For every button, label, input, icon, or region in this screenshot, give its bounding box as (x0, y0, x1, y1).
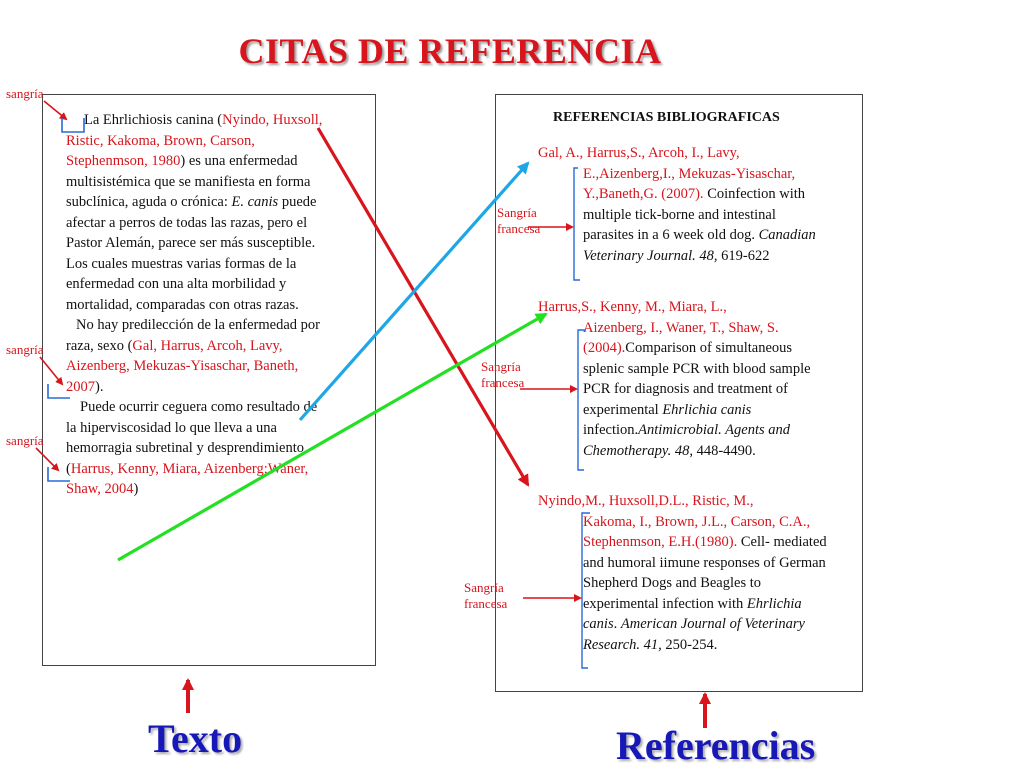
ref-authors-first: Nyindo,M., Huxsoll,D.L., Ristic, M., (538, 493, 754, 509)
citation-gal: Gal, Harrus, Arcoh, Lavy, Aizenberg, Mek… (66, 337, 299, 395)
ref-body: E.,Aizenberg,I., Mekuzas-Yisaschar, Y.,B… (538, 164, 828, 267)
references-heading: REFERENCIAS BIBLIOGRAFICAS (553, 110, 780, 125)
references-box (495, 94, 863, 692)
indent-marker-3 (47, 467, 70, 482)
hanging-bracket-2 (577, 329, 586, 471)
text-run: ) (133, 481, 139, 497)
sangria-arrow-1 (43, 100, 68, 121)
label-line: francesa (464, 596, 508, 611)
ref-body: Kakoma, I., Brown, J.L., Carson, C.A., S… (538, 512, 828, 656)
ref-journal: Canadian Veterinary Journal. 48, (583, 227, 816, 264)
ref-title: Coinfection with multiple tick-borne and… (583, 186, 806, 243)
indent-marker-1 (61, 118, 85, 133)
species-name: E. canis (231, 194, 279, 210)
hanging-bracket-3 (581, 512, 590, 669)
page-title: CITAS DE REFERENCIA (238, 31, 662, 71)
ref-journal: American Journal of Veterinary Research.… (583, 616, 805, 653)
text-box (42, 94, 376, 666)
label-line: Sangría (481, 359, 521, 374)
label-line: francesa (481, 375, 525, 390)
ref-title-end: . (613, 616, 621, 632)
ref-authors-rest: Aizenberg, I., Waner, T., Shaw, S. (2004… (583, 319, 779, 357)
ref-title-end: infection. (583, 422, 639, 438)
ref-species: Ehrlichia canis (662, 401, 752, 418)
text-body: La Ehrlichiosis canina (Nyindo, Huxsoll,… (66, 110, 324, 500)
ref-pages: 250-254. (661, 636, 718, 653)
connector-harrus (117, 312, 548, 562)
reference-gal: Gal, A., Harrus,S., Arcoh, I., Lavy, E.,… (538, 143, 828, 266)
referencias-label: Referencias (616, 723, 816, 768)
label-line: Sangría (464, 580, 504, 595)
hanging-bracket-1 (573, 167, 580, 281)
indent-marker-2 (47, 384, 70, 399)
text-run: ). (95, 378, 104, 395)
ref-body: Aizenberg, I., Waner, T., Shaw, S. (2004… (538, 318, 828, 462)
connector-nyindo (316, 127, 530, 487)
sangria-label-3: sangría (6, 433, 44, 448)
text-run: puede afectar a perros de todas las raza… (66, 194, 317, 313)
ref-journal: Antimicrobial. Agents and Chemotherapy. … (583, 422, 791, 459)
text-run: Puede ocurrir ceguera como resultado de … (66, 399, 318, 477)
reference-harrus: Harrus,S., Kenny, M., Miara, L., Aizenbe… (538, 297, 828, 461)
citation-harrus: Harrus, Kenny, Miara, Aizenberg;Waner, S… (66, 460, 309, 498)
ref-pages: 448-4490. (692, 442, 756, 459)
ref-species: Ehrlichia canis (583, 595, 802, 633)
sangria-label-1: sangría (6, 86, 44, 101)
label-line: Sangría (497, 205, 537, 220)
sangria-arrow-3 (35, 447, 60, 472)
paragraph-2: No hay predilección de la enfermedad por… (66, 315, 324, 397)
ref-title: Comparison of simultaneous splenic sampl… (583, 340, 811, 418)
ref-authors-rest: E.,Aizenberg,I., Mekuzas-Yisaschar, Y.,B… (583, 165, 796, 203)
connector-gal (298, 161, 530, 422)
paragraph-3: Puede ocurrir ceguera como resultado de … (66, 397, 324, 500)
citation-nyindo: Nyindo, Huxsoll, Ristic, Kakoma, Brown, … (66, 112, 323, 169)
texto-label: Texto (148, 716, 243, 761)
ref-authors-first: Harrus,S., Kenny, M., Miara, L., (538, 299, 727, 315)
text-run: ) es una enfermedad multisistémica que s… (66, 153, 311, 210)
ref-title: Cell- mediated and humoral iimune respon… (583, 534, 827, 612)
label-line: francesa (497, 221, 541, 236)
ref-authors-rest: Kakoma, I., Brown, J.L., Carson, C.A., S… (583, 513, 811, 551)
reference-nyindo: Nyindo,M., Huxsoll,D.L., Ristic, M., Kak… (538, 491, 828, 655)
sangria-label-2: sangría (6, 342, 44, 357)
sangria-arrow-2 (39, 356, 64, 386)
text-run: No hay predilección de la enfermedad por… (66, 317, 320, 354)
ref-authors-first: Gal, A., Harrus,S., Arcoh, I., Lavy, (538, 145, 740, 161)
text-run: La Ehrlichiosis canina ( (84, 112, 223, 128)
paragraph-1: La Ehrlichiosis canina (Nyindo, Huxsoll,… (66, 110, 324, 315)
ref-pages: 619-622 (717, 247, 770, 264)
